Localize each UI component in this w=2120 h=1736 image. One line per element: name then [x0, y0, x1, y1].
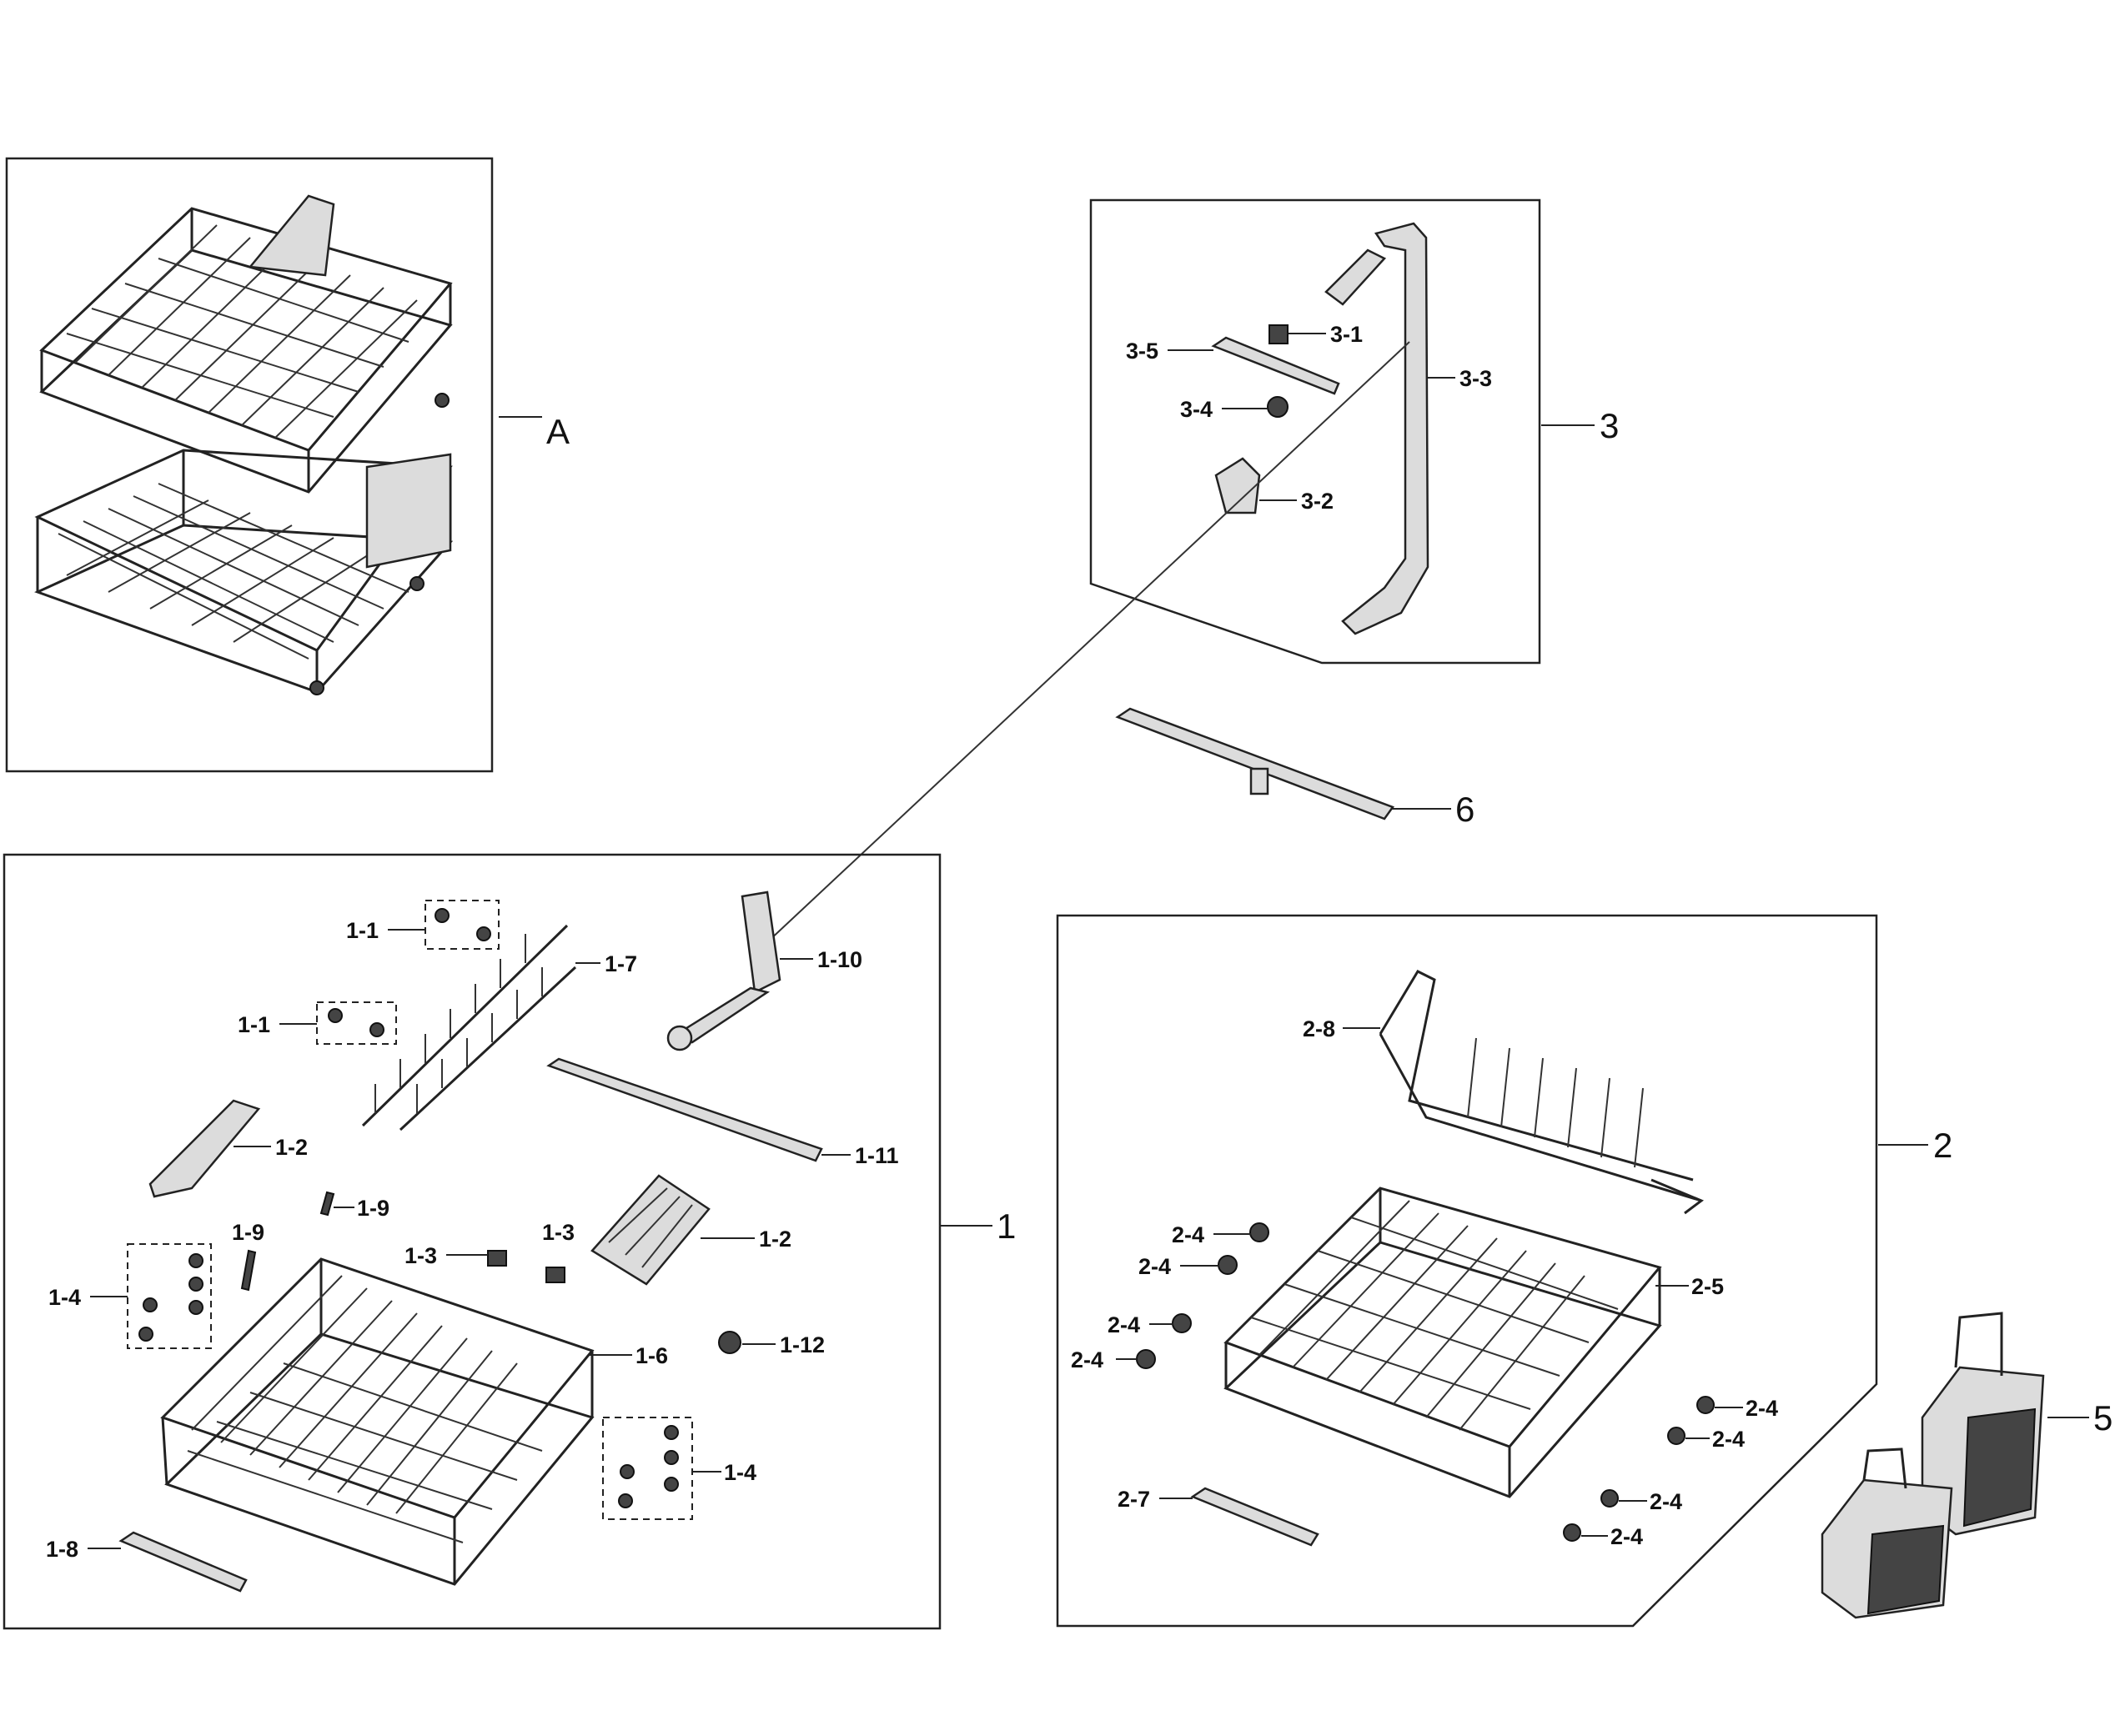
callout-1-1-lower: 1-1: [238, 1012, 270, 1037]
assembly-a-group: A: [5, 157, 570, 773]
callout-3-5: 3-5: [1126, 339, 1158, 364]
assembly-1-group: 1-1 1-1 1-7 1-10 1-11 1-2 1-9: [3, 853, 1016, 1630]
callout-2-4-d: 2-4: [1071, 1347, 1103, 1372]
part-2-7-illustration: [1190, 1487, 1319, 1547]
callout-2-4-h: 2-4: [1610, 1524, 1643, 1549]
callout-1-3-right: 1-3: [542, 1220, 575, 1245]
assembly-1-label: 1: [997, 1207, 1016, 1246]
callout-1-10: 1-10: [817, 947, 862, 972]
callout-1-8: 1-8: [46, 1537, 78, 1562]
part-6-group: 6: [1115, 707, 1474, 829]
callout-2-4-b: 2-4: [1138, 1254, 1171, 1279]
callout-2-4-g: 2-4: [1650, 1489, 1682, 1514]
assembly-2-label: 2: [1933, 1126, 1952, 1165]
callout-3-4: 3-4: [1180, 397, 1213, 422]
assembly-a-lower-rack-illustration: [34, 393, 454, 695]
cutlery-basket-front-illustration: [1821, 1448, 1953, 1619]
callout-1-11: 1-11: [855, 1143, 899, 1168]
assembly-a-box: [5, 157, 494, 773]
callout-1-7: 1-7: [605, 951, 637, 976]
callout-3-1: 3-1: [1330, 322, 1363, 347]
part-1-12-illustration: [718, 1331, 741, 1354]
callout-2-4-f: 2-4: [1712, 1427, 1745, 1452]
callout-2-4-e: 2-4: [1746, 1396, 1778, 1421]
callout-1-6: 1-6: [635, 1343, 668, 1368]
spray-arm-3-5-illustration: [1211, 336, 1340, 395]
lower-rack-2-5-illustration: [1223, 1187, 1662, 1498]
spray-arm-1-11-illustration: [546, 1057, 823, 1162]
assembly-a-label: A: [546, 412, 570, 451]
callout-3-2: 3-2: [1301, 489, 1334, 514]
connection-line: [766, 341, 1410, 943]
part-1-2-right-illustration: [590, 1174, 711, 1286]
callout-1-12: 1-12: [780, 1332, 825, 1357]
callout-1-2-left: 1-2: [275, 1135, 308, 1160]
cup-shelf-2-8-illustration: [1379, 970, 1704, 1215]
assembly-3-group: 3-1 3-5 3-4 3-3 3-2 3: [1089, 198, 1619, 665]
callout-2-7: 2-7: [1118, 1487, 1150, 1512]
part-1-2-left-illustration: [148, 1099, 261, 1198]
part-3-1-illustration: [1268, 324, 1289, 344]
callout-1-4-right: 1-4: [724, 1460, 756, 1485]
assembly-a-upper-rack-illustration: [39, 194, 453, 494]
supply-pipe-illustration: [1341, 222, 1429, 635]
callout-2-8: 2-8: [1303, 1016, 1335, 1041]
assembly-3-box: [1089, 198, 1541, 665]
cutlery-basket-rear-illustration: [1921, 1312, 2045, 1536]
callout-1-4-left: 1-4: [48, 1285, 81, 1310]
callout-1-3-left: 1-3: [404, 1243, 437, 1268]
callout-2-4-a: 2-4: [1172, 1222, 1204, 1247]
part-3-4-illustration: [1267, 396, 1289, 418]
tine-row-1-7-illustration: [361, 924, 577, 1131]
assembly-2-box: [1056, 914, 1878, 1628]
part-6-label: 6: [1455, 790, 1474, 829]
lower-spray-arm-illustration: [1115, 707, 1394, 820]
assembly-1-box: [3, 853, 942, 1630]
callout-2-4-c: 2-4: [1108, 1312, 1140, 1337]
callout-1-9-left: 1-9: [232, 1220, 264, 1245]
callout-1-2-right: 1-2: [759, 1227, 791, 1252]
upper-rack-1-6-illustration: [160, 1257, 595, 1586]
assembly-3-label: 3: [1600, 406, 1619, 445]
assembly-2-group: 2-8 2-5 2-4 2-4 2-4 2-4 2-4 2-4: [1056, 914, 1952, 1628]
part-5-label: 5: [2093, 1398, 2112, 1437]
part-5-group: 5: [1821, 1312, 2112, 1619]
manifold-1-10-illustration: [741, 891, 781, 994]
callout-3-3: 3-3: [1459, 366, 1492, 391]
callout-1-1-upper: 1-1: [346, 918, 379, 943]
callout-1-9-upper: 1-9: [357, 1196, 389, 1221]
part-1-8-illustration: [118, 1531, 248, 1593]
callout-2-5: 2-5: [1691, 1274, 1724, 1299]
part-3-2-illustration: [1214, 457, 1261, 514]
